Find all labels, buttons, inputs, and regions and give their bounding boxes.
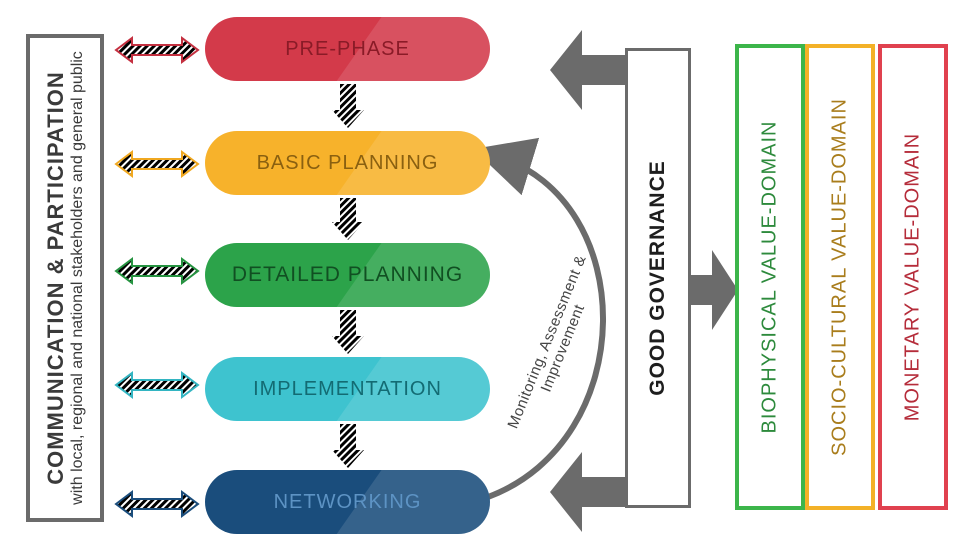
phase-label: BASIC PLANNING (256, 151, 439, 174)
communication-participation-box: COMMUNICATION & PARTICIPATION with local… (26, 34, 104, 522)
phase-label: DETAILED PLANNING (231, 263, 464, 286)
phase-pre-phase: PRE-PHASE (205, 17, 490, 81)
communication-text-block: COMMUNICATION & PARTICIPATION with local… (43, 38, 87, 518)
down-arrow-4-icon (332, 424, 364, 468)
phase-implementation: IMPLEMENTATION (205, 357, 490, 421)
phase-label: IMPLEMENTATION (253, 377, 442, 400)
double-arrow-basic-icon (114, 150, 200, 178)
phase-label: NETWORKING (273, 490, 422, 513)
double-arrow-pre-icon (114, 36, 200, 64)
phase-basic-planning: BASIC PLANNING (205, 131, 490, 195)
domain-label: BIOPHYSICAL VALUE-DOMAIN (758, 120, 781, 434)
domain-label: SOCIO-CULTURAL VALUE-DOMAIN (828, 98, 851, 456)
phase-networking: NETWORKING (205, 470, 490, 534)
socio-cultural-domain-box: SOCIO-CULTURAL VALUE-DOMAIN (805, 44, 875, 510)
double-arrow-implementation-icon (114, 371, 200, 399)
monitoring-curve-arrow (473, 137, 606, 500)
governance-arrow-top-icon (550, 30, 625, 110)
down-arrow-3-icon (332, 310, 364, 354)
double-arrow-detailed-icon (114, 257, 200, 285)
monetary-domain-box: MONETARY VALUE-DOMAIN (878, 44, 948, 510)
good-governance-box: GOOD GOVERNANCE (625, 48, 691, 508)
domain-label: MONETARY VALUE-DOMAIN (901, 132, 924, 422)
double-arrow-networking-icon (114, 490, 200, 518)
governance-arrow-bottom-icon (550, 452, 625, 532)
down-arrow-1-icon (332, 84, 364, 128)
communication-title: COMMUNICATION & PARTICIPATION (43, 71, 68, 485)
biophysical-domain-box: BIOPHYSICAL VALUE-DOMAIN (735, 44, 805, 510)
phase-detailed-planning: DETAILED PLANNING (205, 243, 490, 307)
governance-arrow-right-icon (691, 250, 738, 330)
phase-label: PRE-PHASE (285, 37, 410, 60)
communication-subtitle: with local, regional and national stakeh… (69, 51, 86, 505)
down-arrow-2-icon (332, 198, 364, 240)
good-governance-label: GOOD GOVERNANCE (646, 160, 669, 396)
